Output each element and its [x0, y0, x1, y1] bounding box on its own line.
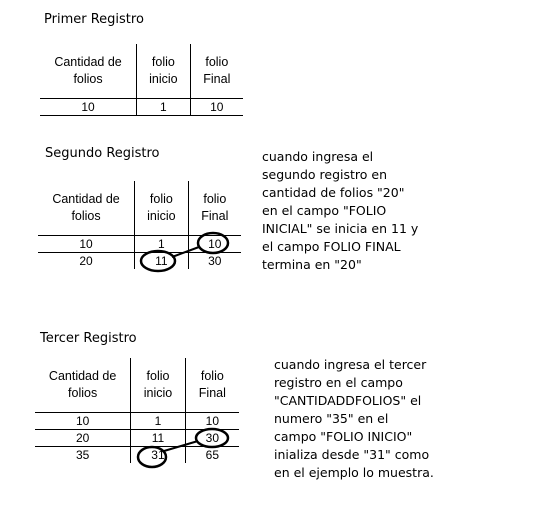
note-segundo-registro: cuando ingresa el segundo registro en ca… — [262, 149, 419, 272]
table-cell: 1 — [134, 235, 189, 253]
table-1-title: Primer Registro — [44, 12, 144, 27]
table-3: Cantidad de folios folio inicio folio Fi… — [35, 358, 239, 463]
table-cell: 20 — [38, 252, 136, 269]
table-1-header-final: folio Final — [190, 44, 243, 99]
table-2-header-cantidad: Cantidad de folios — [38, 181, 136, 236]
table-2-title: Segundo Registro — [45, 146, 160, 161]
table-3-header-inicio: folio inicio — [130, 358, 186, 413]
table-cell: 11 — [130, 429, 186, 447]
table-cell: 30 — [208, 253, 222, 268]
table-cell: 35 — [35, 446, 132, 463]
table-1-header-row: Cantidad de folios folio inicio folio Fi… — [40, 44, 243, 99]
table-cell: 65 — [205, 447, 220, 462]
table-cell: 1 — [136, 98, 191, 116]
table-cell: 20 — [35, 429, 132, 447]
table-1-header-inicio: folio inicio — [136, 44, 191, 99]
table-1-header-cantidad: Cantidad de folios — [40, 44, 138, 99]
table-cell: 10 — [40, 98, 138, 116]
table-cell: 10 — [35, 412, 132, 430]
table-cell: 30 — [185, 429, 239, 447]
table-3-header-final: folio Final — [185, 358, 239, 413]
table-row: 20 11 30 — [35, 429, 239, 447]
table-2-header-row: Cantidad de folios folio inicio folio Fi… — [38, 181, 241, 236]
note-tercer-registro: cuando ingresa el tercer registro en el … — [274, 357, 434, 480]
table-row: 10 1 10 — [38, 235, 241, 253]
table-row: 10 1 10 — [40, 98, 243, 116]
table-2-header-inicio: folio inicio — [134, 181, 189, 236]
table-cell: 10 — [185, 412, 239, 430]
table-cell: 1 — [130, 412, 186, 430]
table-row: 35 31 65 — [35, 446, 239, 463]
table-cell: 10 — [188, 235, 241, 253]
table-3-header-row: Cantidad de folios folio inicio folio Fi… — [35, 358, 239, 413]
table-3-header-cantidad: Cantidad de folios — [35, 358, 132, 413]
table-cell: 10 — [190, 98, 243, 116]
table-1: Cantidad de folios folio inicio folio Fi… — [40, 44, 243, 116]
table-row: 20 11 30 — [38, 252, 241, 269]
table-cell: 10 — [38, 235, 136, 253]
table-2: Cantidad de folios folio inicio folio Fi… — [38, 181, 241, 269]
table-cell: 11 — [134, 252, 189, 269]
table-cell: 31 — [130, 446, 186, 463]
table-3-title: Tercer Registro — [40, 331, 137, 346]
table-2-header-final: folio Final — [188, 181, 241, 236]
table-row: 10 1 10 — [35, 412, 239, 430]
